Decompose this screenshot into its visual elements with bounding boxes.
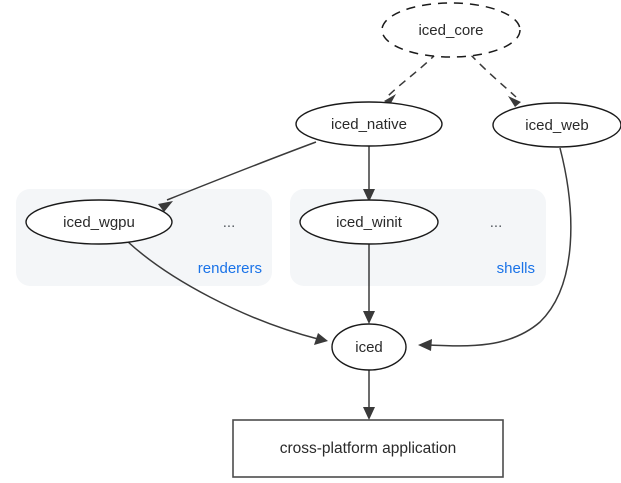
node-iced-wgpu[interactable]: iced_wgpu: [25, 199, 173, 245]
edge-iced-to-application: [363, 370, 375, 420]
node-iced-native-shape[interactable]: [295, 101, 443, 147]
placeholder-renderers-more: ...: [223, 214, 236, 231]
cluster-shells-label: shells: [497, 260, 535, 277]
node-iced-label: iced: [355, 339, 383, 356]
node-iced-web-shape[interactable]: [492, 102, 621, 148]
edge-iced-core-to-iced-web: [469, 53, 521, 107]
node-iced-web-label: iced_web: [525, 117, 588, 134]
node-iced-core-shape[interactable]: [381, 2, 521, 58]
node-iced-wgpu-label: iced_wgpu: [63, 214, 135, 231]
node-iced-winit-shape[interactable]: [299, 199, 439, 245]
node-iced-winit-label: iced_winit: [336, 214, 403, 231]
edge-iced-native-to-iced-winit: [363, 146, 375, 202]
node-iced[interactable]: iced: [331, 323, 407, 371]
placeholder-shells-more: ...: [490, 214, 503, 231]
edge-line: [166, 141, 317, 201]
arrow-head-icon: [418, 339, 432, 351]
arrow-head-icon: [508, 96, 521, 107]
node-iced-native-label: iced_native: [331, 116, 407, 133]
arrow-head-icon: [363, 189, 375, 202]
edge-line: [428, 147, 572, 347]
node-iced-winit[interactable]: iced_winit: [299, 199, 439, 245]
edge-iced-winit-to-iced: [363, 243, 375, 324]
node-application-label: cross-platform application: [280, 440, 457, 457]
edge-line: [126, 240, 319, 340]
node-iced-shape[interactable]: [331, 323, 407, 371]
edge-line: [469, 53, 517, 98]
arrow-head-icon: [314, 333, 328, 345]
node-iced-core-label: iced_core: [418, 22, 483, 39]
node-iced-core[interactable]: iced_core: [381, 2, 521, 58]
cluster-renderers-label: renderers: [198, 260, 262, 277]
arrow-head-icon: [363, 407, 375, 420]
node-cross-platform-application[interactable]: cross-platform application: [232, 419, 504, 478]
arrow-head-icon: [158, 201, 173, 212]
edge-iced-web-to-iced: [418, 147, 572, 351]
edge-iced-native-to-iced-wgpu: [158, 141, 317, 212]
arrow-head-icon: [363, 311, 375, 324]
edge-iced-wgpu-to-iced: [126, 240, 328, 345]
node-iced-web[interactable]: iced_web: [492, 102, 621, 148]
node-iced-wgpu-shape[interactable]: [25, 199, 173, 245]
edge-iced-core-to-iced-native: [384, 52, 438, 105]
node-application-shape[interactable]: [232, 419, 504, 478]
edge-line: [387, 52, 438, 97]
node-iced-native[interactable]: iced_native: [295, 101, 443, 147]
